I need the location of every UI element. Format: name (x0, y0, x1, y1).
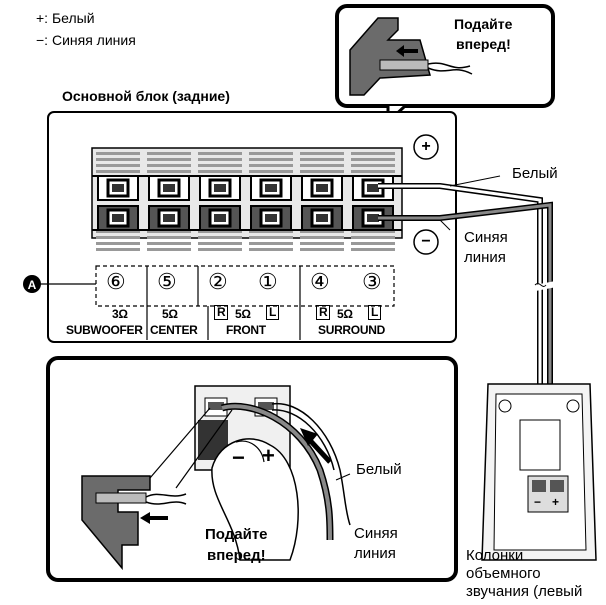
marker-a-badge (23, 275, 41, 293)
terminal-number-5: ⑤ (157, 269, 177, 294)
speaker-caption-line1: Колонки (466, 547, 524, 564)
label-dividers (146, 266, 301, 340)
terminal-block-5 (300, 152, 344, 251)
front-label: FRONT (226, 323, 266, 337)
wire-label-blue-bottom-1: Синяя (354, 525, 398, 542)
terminal-number-4: ④ (310, 269, 330, 294)
terminal-label-frame (95, 265, 395, 307)
polarity-plus: + (421, 138, 431, 155)
polarity-minus: − (421, 233, 431, 250)
bottom-terminal-plus: + (262, 443, 275, 468)
wire-label-white-top: Белый (512, 165, 558, 182)
callout-bottom-line2: вперед! (207, 547, 266, 564)
terminal-number-6: ⑥ (106, 269, 126, 294)
surround-ohm: 5Ω (337, 307, 353, 321)
speaker-caption-line2: объемного (466, 565, 541, 582)
legend-minus-label: −: Синяя линия (36, 32, 136, 48)
center-label: CENTER (150, 323, 198, 337)
surround-l-label: L (368, 305, 382, 320)
bottom-terminal-minus: − (232, 445, 245, 470)
main-unit-title: Основной блок (задние) (62, 88, 230, 104)
speaker-terminal-minus: − (534, 495, 542, 509)
callout-top-box (335, 4, 555, 126)
marker-a-label: A (27, 278, 37, 292)
wire-label-blue-bottom-2: линия (354, 545, 396, 562)
terminal-block-2 (147, 152, 191, 251)
wire-label-blue-top-1: Синяя (464, 229, 508, 246)
subwoofer-label: SUBWOOFER (66, 323, 143, 337)
terminal-block-1 (96, 152, 140, 251)
speaker-body (481, 383, 597, 561)
terminal-block-3 (198, 152, 242, 251)
surround-r-label: R (316, 305, 331, 320)
front-l-label: L (266, 305, 280, 320)
terminal-number-2: ② (208, 269, 228, 294)
subwoofer-ohm: 3Ω (112, 307, 128, 321)
wire-label-blue-top-2: линия (464, 249, 506, 266)
front-ohm: 5Ω (235, 307, 251, 321)
legend-plus-label: +: Белый (36, 10, 95, 26)
wire-label-white-bottom: Белый (356, 461, 402, 478)
terminal-number-1: ① (258, 269, 278, 294)
callout-bottom-line1: Подайте (205, 526, 268, 543)
center-ohm: 5Ω (162, 307, 178, 321)
callout-top-line1: Подайте (454, 16, 513, 32)
front-r-label: R (214, 305, 229, 320)
speaker-caption-line3: звучания (левый (466, 583, 583, 600)
surround-label: SURROUND (318, 323, 385, 337)
speaker-terminal-plus: + (552, 495, 560, 509)
polarity-circles (413, 134, 439, 255)
callout-bottom-box (46, 356, 458, 582)
terminal-block-4 (249, 152, 293, 251)
terminal-blocks (92, 152, 402, 251)
speaker-wires (378, 175, 557, 478)
terminal-number-3: ③ (362, 269, 382, 294)
callout-top-line2: вперед! (456, 36, 511, 52)
